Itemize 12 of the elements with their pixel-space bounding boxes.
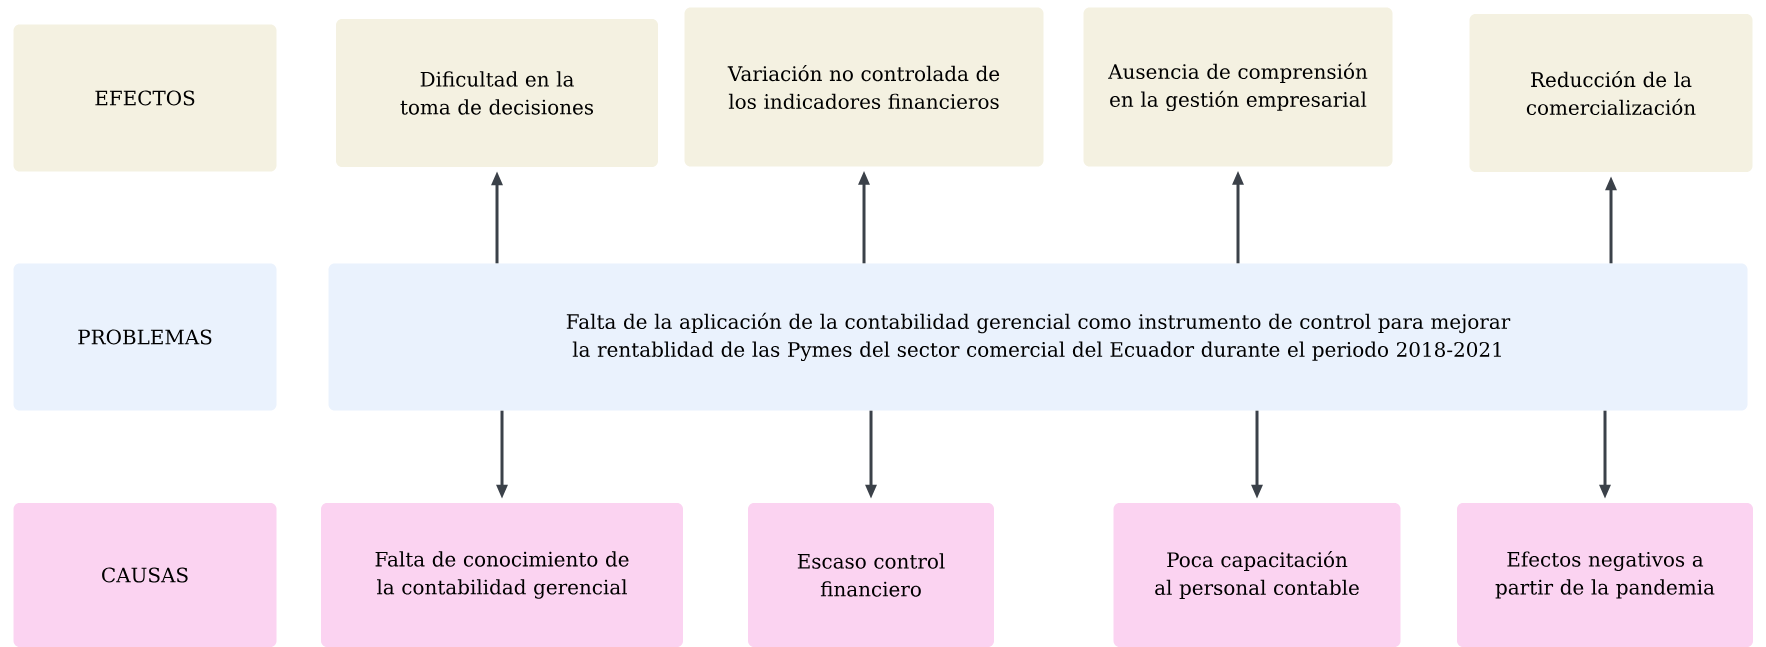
cause-box: Efectos negativos a partir de la pandemia bbox=[1457, 503, 1753, 647]
effect-box: Variación no controlada de los indicadores financieros bbox=[684, 7, 1044, 167]
cause-box: Poca capacitación al personal contable bbox=[1113, 503, 1401, 647]
cause-box: Escaso control financiero bbox=[748, 503, 994, 647]
effect-box: Reducción de la comercialización bbox=[1469, 14, 1753, 172]
effect-box: Ausencia de comprensión en la gestión empresarial bbox=[1083, 7, 1393, 167]
problem-box: Falta de la aplicación de la contabilidad gerencial como instrumento de control para mejorar la rentablidad de las Pymes del sector comercial del Ecuador durante el periodo 2018-2021 bbox=[328, 263, 1748, 411]
effect-box: Dificultad en la toma de decisiones bbox=[336, 19, 658, 167]
row-label-box: EFECTOS bbox=[13, 24, 277, 172]
row-label-box: PROBLEMAS bbox=[13, 263, 277, 411]
cause-box: Falta de conocimiento de la contabilidad gerencial bbox=[321, 503, 683, 647]
row-label-box: CAUSAS bbox=[13, 503, 277, 647]
